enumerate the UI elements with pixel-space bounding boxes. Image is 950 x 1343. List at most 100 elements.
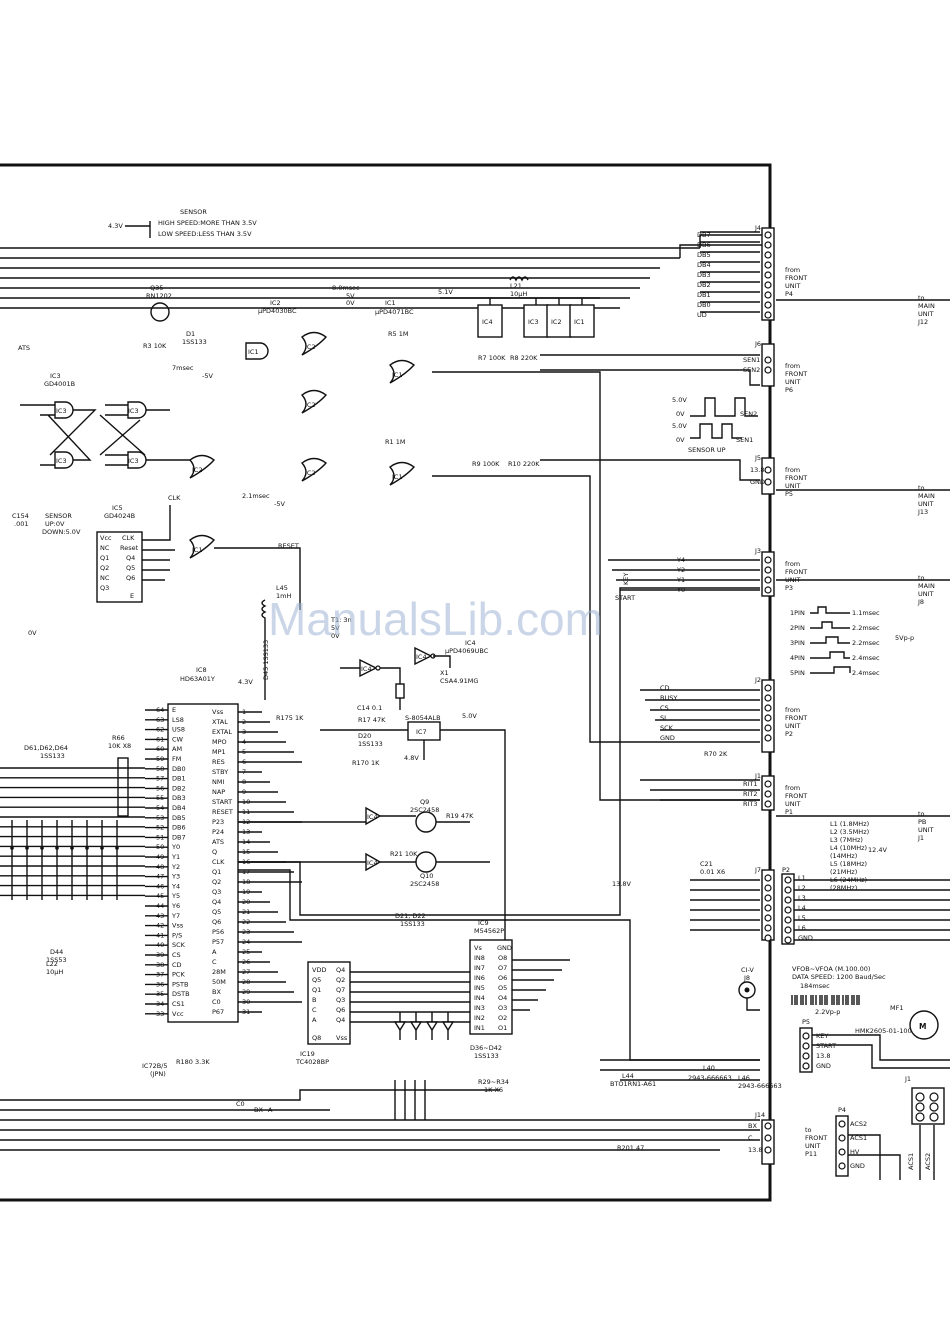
p4-pin [838, 1134, 846, 1142]
svg-text:CLK: CLK [122, 534, 135, 542]
svg-text:0V: 0V [346, 299, 355, 307]
j6-from-label: from [785, 362, 800, 370]
j6-from-label: P6 [785, 386, 793, 394]
svg-text:.001: .001 [14, 520, 28, 528]
p4-pin [838, 1120, 846, 1128]
ic8-pin-name: ATS [212, 838, 224, 846]
j2-pin [764, 724, 772, 732]
right-ref-label: MAIN [918, 492, 935, 500]
ic7-reset: S-8054ALB IC7 5.0V 4.8V R17 47K D20 1SS1… [320, 704, 506, 1000]
j5-pin [764, 478, 772, 486]
svg-text:Q5: Q5 [312, 976, 321, 984]
ic8-pin-name: Y4 [171, 882, 180, 890]
svg-text:VFOB~VFOA (M.100.00): VFOB~VFOA (M.100.00) [792, 965, 870, 973]
j1-from-label: from [785, 784, 800, 792]
ic8-pin-name: DB4 [172, 804, 186, 812]
ic8-pin-name: Y5 [171, 892, 180, 900]
svg-text:O3: O3 [498, 1004, 507, 1012]
svg-text:7msec: 7msec [172, 364, 194, 372]
svg-text:R5 1M: R5 1M [388, 330, 408, 338]
ic8-pin-name: DSTB [172, 990, 190, 998]
svg-text:5V: 5V [346, 292, 355, 300]
right-ref-label: MAIN [918, 582, 935, 590]
svg-text:1SS53: 1SS53 [46, 956, 67, 964]
svg-text:C21: C21 [700, 860, 713, 868]
right-ref-label: PB [918, 818, 926, 826]
svg-text:L40: L40 [703, 1064, 715, 1072]
svg-text:L22: L22 [46, 960, 58, 968]
sensor-note: SENSOR HIGH SPEED:MORE THAN 3.5V LOW SPE… [108, 208, 257, 238]
svg-text:R17 47K: R17 47K [358, 716, 386, 724]
j4-pin-label: UD [697, 311, 707, 319]
svg-text:R7 100K: R7 100K [478, 354, 506, 362]
ic8-pin-name: DB2 [172, 784, 186, 792]
svg-text:IC4: IC4 [367, 813, 378, 821]
j2-from-label: UNIT [785, 722, 801, 730]
svg-text:A: A [312, 1016, 317, 1024]
p4-pin-label: ACS2 [850, 1120, 867, 1128]
svg-text:R3 10K: R3 10K [143, 342, 167, 350]
j4-pin [764, 271, 772, 279]
j5-from-label: P5 [785, 490, 793, 498]
svg-text:IN7: IN7 [474, 964, 485, 972]
svg-text:R9 100K: R9 100K [472, 460, 500, 468]
connector-j1-bottom: J1 ACS1 ACS2 [904, 1075, 945, 1180]
svg-text:RN1202: RN1202 [146, 292, 172, 300]
j1-label: J1 [754, 772, 761, 780]
ic8-pin-name: Y3 [171, 873, 180, 881]
ic8-pin-name: PSTB [172, 980, 188, 988]
svg-text:2SC2458: 2SC2458 [410, 806, 439, 814]
sensor-title: SENSOR [180, 208, 207, 216]
svg-text:Q6: Q6 [126, 574, 135, 582]
svg-text:Q6: Q6 [336, 1006, 345, 1014]
svg-text:1SS133: 1SS133 [474, 1052, 499, 1060]
svg-text:Reset: Reset [120, 544, 139, 552]
svg-text:X1: X1 [440, 669, 449, 677]
svg-text:D61,D62,D64: D61,D62,D64 [24, 744, 68, 752]
resistor-labels: R3 10K D1 1SS133 R5 1M R1 1M R7 100K R8 … [12, 284, 914, 1152]
svg-text:-5V: -5V [274, 500, 285, 508]
svg-text:10K X8: 10K X8 [108, 742, 131, 750]
svg-text:Q10: Q10 [420, 872, 433, 880]
svg-text:L44: L44 [622, 1072, 634, 1080]
pulse-width: 2.2msec [852, 639, 880, 647]
ic8-pin-name: 28M [212, 968, 226, 976]
svg-text:D1: D1 [186, 330, 195, 338]
ic8-cpu: IC8 HD63A01Y E64LS863US862CW61AM60FM59DB… [145, 666, 302, 1023]
svg-text:IN1: IN1 [474, 1024, 485, 1032]
j14-pin-label: C [748, 1134, 753, 1142]
pulse-width: 1.1msec [852, 609, 880, 617]
svg-text:L21: L21 [510, 282, 522, 290]
svg-text:O6: O6 [498, 974, 507, 982]
ic8-pin-name: Q1 [212, 868, 221, 876]
ic8-pin-name: US8 [172, 726, 185, 734]
svg-text:CLK: CLK [168, 494, 181, 502]
svg-text:IC4: IC4 [416, 653, 427, 661]
ic8-pin-name: Q [212, 848, 217, 856]
p5-pin [802, 1052, 810, 1060]
j7-pin [764, 904, 772, 912]
j1-pin-label: RIT3 [743, 800, 758, 808]
svg-text:R10 220K: R10 220K [508, 460, 540, 468]
j14-label: J14 [754, 1111, 765, 1119]
ic8-left-bus [0, 767, 145, 900]
p2-pin [784, 886, 792, 894]
svg-text:R175 1K: R175 1K [276, 714, 304, 722]
svg-text:KEY: KEY [622, 573, 630, 585]
svg-text:SENSOR: SENSOR [45, 512, 72, 520]
j3-pin [764, 576, 772, 584]
svg-text:C0: C0 [236, 1100, 245, 1108]
svg-text:IN6: IN6 [474, 974, 485, 982]
band-item: L5 (18MHz) [830, 860, 867, 868]
p4-dest-label: to [805, 1126, 812, 1134]
svg-text:D20: D20 [358, 732, 371, 740]
j2-from-label: FRONT [785, 714, 807, 722]
svg-text:R29~R34: R29~R34 [478, 1078, 509, 1086]
j2-pin-label: CS [660, 704, 669, 712]
svg-text:IC19: IC19 [300, 1050, 315, 1058]
svg-text:Q5: Q5 [126, 564, 135, 572]
j6-pin-label: SEN1 [743, 356, 760, 364]
j4-pin-label: DB1 [697, 291, 711, 299]
